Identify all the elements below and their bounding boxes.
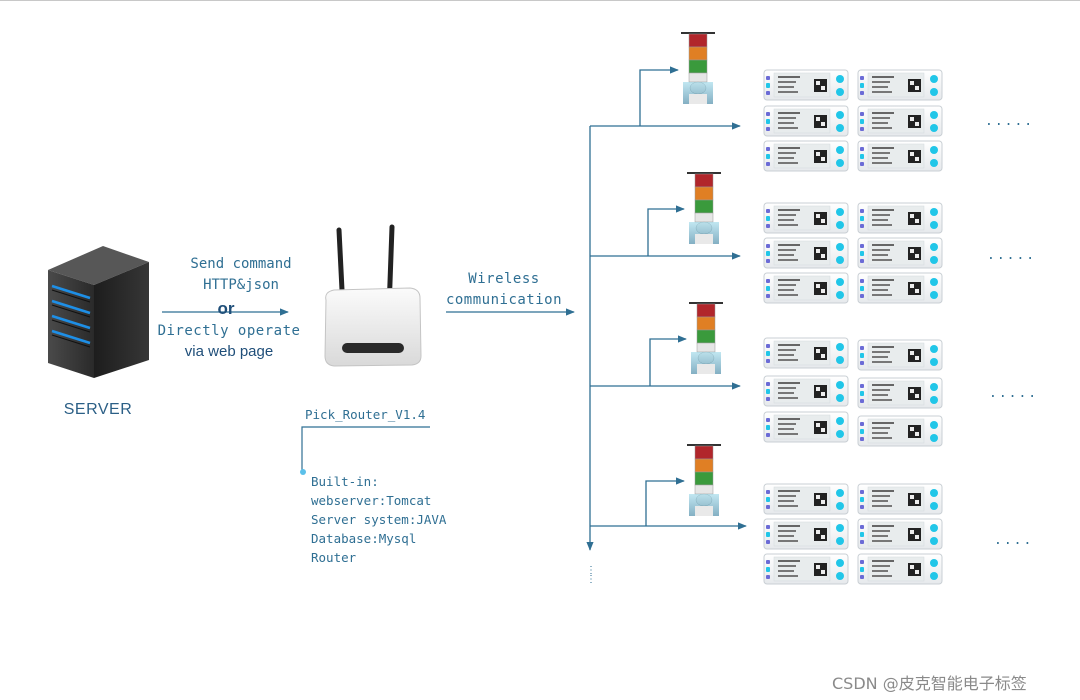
vertical-ellipsis: ⋮: [586, 574, 596, 585]
watermark: CSDN @皮克智能电子标签: [832, 674, 1027, 693]
vertical-ellipsis: ⋮: [586, 565, 596, 576]
or-label: or: [217, 299, 235, 318]
builtin-item: Router: [311, 550, 357, 565]
router-icon: [324, 224, 422, 367]
protocol-label: HTTP&json: [203, 277, 279, 293]
top-border: [0, 0, 1080, 1]
builtin-item: webserver:Tomcat: [311, 493, 432, 508]
tag-group-4: [763, 483, 943, 585]
tower-lamp-icon: [686, 171, 722, 245]
builtin-item: Database:Mysql: [311, 531, 417, 546]
router-name-label: Pick_Router_V1.4: [305, 407, 426, 422]
router-builtin-list: Built-in: webserver:Tomcat Server system…: [311, 472, 446, 567]
communication-label: communication: [445, 292, 563, 308]
tag-group-1: [763, 69, 943, 172]
direct-operate-label: Directly operate: [157, 323, 301, 339]
web-page-label: via web page: [184, 343, 274, 360]
more-groups-ellipsis: ⋮ ⋮: [586, 565, 596, 585]
server-icon: [48, 246, 149, 378]
tower-lamp-icon: [688, 301, 724, 375]
server-label: SERVER: [63, 401, 133, 418]
send-command-label: Send command: [190, 256, 292, 272]
more-tags-ellipsis-1: .....: [985, 114, 1035, 129]
tag-group-2: [763, 202, 943, 304]
wireless-label: Wireless: [468, 271, 540, 287]
tower-lamp-icon: [680, 31, 716, 105]
more-tags-ellipsis-4: ....: [994, 533, 1034, 548]
more-tags-ellipsis-3: .....: [989, 386, 1039, 401]
tower-lamp-icon: [686, 443, 722, 517]
tag-group-3: [763, 337, 943, 447]
builtin-item: Built-in:: [311, 474, 379, 489]
more-tags-ellipsis-2: .....: [987, 248, 1037, 263]
builtin-item: Server system:JAVA: [311, 512, 447, 527]
